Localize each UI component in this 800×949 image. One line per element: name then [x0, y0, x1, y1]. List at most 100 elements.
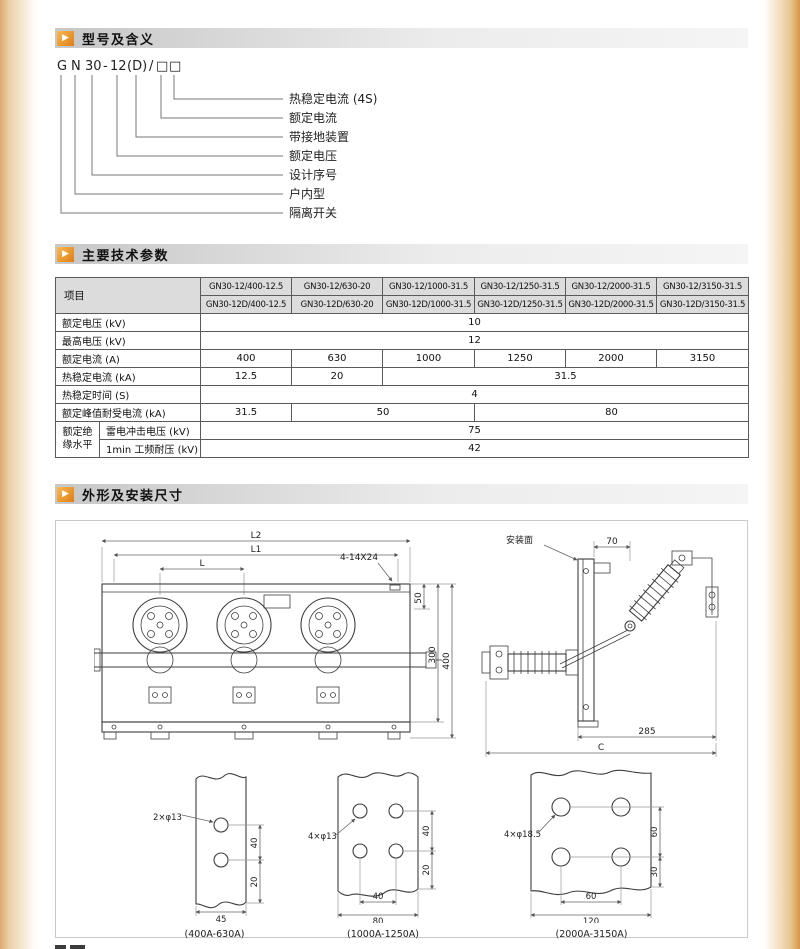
row-label: 热稳定电流 (kA) — [55, 367, 201, 386]
col-header-model: GN30-12D/630-20 — [291, 295, 383, 314]
dim-label: 30 — [650, 867, 660, 878]
section-header-model: ▶ 型号及含义 — [55, 28, 748, 48]
table-cell: 2000 — [565, 349, 657, 368]
dim-label-285: 285 — [638, 727, 655, 737]
params-table: 项目 GN30-12/400-12.5 GN30-12/630-20 GN30-… — [55, 277, 749, 458]
page-edge-right — [764, 0, 800, 949]
section-header-params: ▶ 主要技术参数 — [55, 244, 748, 264]
side-view-drawing: 安装面 70 285 C — [481, 534, 719, 757]
cutoff-mark — [55, 945, 66, 949]
model-code-part: (D) — [127, 59, 147, 74]
row-label: 额定峰值耐受电流 (kA) — [55, 403, 201, 422]
model-meaning-label: 额定电流 — [289, 110, 337, 125]
table-row: 最高电压 (kV) 12 — [55, 331, 749, 350]
model-meaning-label: 设计序号 — [289, 167, 337, 182]
table-row: 额定电压 (kV) 10 — [55, 313, 749, 332]
model-code-part: / — [149, 59, 154, 74]
front-switch-body — [94, 583, 442, 740]
dim-label-slot: 4-14X24 — [340, 553, 378, 563]
col-header-model: GN30-12/1250-31.5 — [474, 277, 566, 296]
dim-label-400: 400 — [442, 652, 452, 669]
model-meaning-label: 热稳定电流 (4S) — [289, 91, 377, 106]
model-code-part: G — [57, 59, 67, 74]
col-header-item: 项目 — [55, 277, 201, 314]
table-cell: 1250 — [474, 349, 566, 368]
dim-label: 20 — [422, 865, 432, 876]
model-code-diagram: G N 30 - 12 (D) / □ □ 热稳定电流 (4S) 额定电流 带接… — [57, 59, 377, 220]
table-cell: 12 — [200, 331, 749, 350]
table-row: 热稳定电流 (kA) 12.5 20 31.5 — [55, 367, 749, 386]
dim-label: 45 — [216, 915, 227, 923]
hole-pattern-drawing: 4×φ13 40 20 40 80 — [308, 772, 436, 927]
dim-label-300: 300 — [428, 646, 438, 663]
page-edge-left — [0, 0, 36, 949]
front-dimensions: L2 L1 L 4-14X24 50 300 400 — [101, 531, 456, 739]
dim-label-L1: L1 — [251, 545, 262, 555]
dim-label: 40 — [250, 838, 260, 849]
col-header-model: GN30-12D/400-12.5 — [200, 295, 292, 314]
model-meaning-label: 额定电压 — [289, 148, 337, 163]
table-cell: 42 — [200, 439, 749, 458]
col-header-model: GN30-12/3150-31.5 — [656, 277, 749, 296]
section-title-outline: 外形及安装尺寸 — [82, 488, 184, 504]
cutoff-mark — [70, 945, 85, 949]
side-switch-body — [481, 550, 719, 728]
table-cell: 12.5 — [200, 367, 292, 386]
table-row: 额定绝缘水平 雷电冲击电压 (kV) 75 — [55, 421, 749, 458]
col-header-model: GN30-12D/1250-31.5 — [474, 295, 566, 314]
col-header-model: GN30-12/400-12.5 — [200, 277, 292, 296]
dim-label-L2: L2 — [251, 531, 262, 541]
section-header-outline: ▶ 外形及安装尺寸 — [55, 484, 748, 504]
front-view-drawing: L2 L1 L 4-14X24 50 300 400 — [94, 531, 456, 740]
dim-label: 20 — [250, 877, 260, 888]
table-row: 额定电流 (A) 400 630 1000 1250 2000 3150 — [55, 349, 749, 368]
table-cell: 1000 — [382, 349, 475, 368]
table-cell: 3150 — [656, 349, 749, 368]
table-cell: 80 — [474, 403, 749, 422]
hole-pattern-drawing: 4×φ18.5 60 30 60 120 — [504, 769, 664, 927]
model-meaning-label: 带接地装置 — [289, 129, 349, 144]
section-arrow-icon: ▶ — [57, 30, 74, 46]
table-cell: 400 — [200, 349, 292, 368]
model-code-part: □ — [169, 59, 181, 74]
model-code-part: N — [71, 59, 81, 74]
col-header-model: GN30-12/630-20 — [291, 277, 383, 296]
col-header-model: GN30-12D/2000-31.5 — [565, 295, 657, 314]
model-meaning-label: 户内型 — [289, 186, 325, 201]
dim-label-C: C — [598, 743, 604, 753]
table-cell: 4 — [200, 385, 749, 404]
hole-pattern-2000-3150: 4×φ18.5 60 30 60 120 (2000A-3150A) — [504, 763, 679, 940]
dim-label: 40 — [422, 826, 432, 837]
model-meaning-label: 隔离开关 — [289, 205, 337, 220]
table-row: 热稳定时间 (S) 4 — [55, 385, 749, 404]
dimension-drawings-panel: L2 L1 L 4-14X24 50 300 400 — [55, 520, 748, 940]
model-code-part: 30 — [85, 59, 102, 74]
section-arrow-icon: ▶ — [57, 486, 74, 502]
hole-pattern-400-630: 2×φ13 40 20 45 (400A-630A) — [152, 763, 277, 940]
dim-label: 60 — [586, 892, 597, 902]
row-group-label: 额定绝缘水平 — [55, 421, 100, 458]
hole-pattern-caption: (1000A-1250A) — [347, 929, 419, 940]
table-cell: 50 — [291, 403, 475, 422]
section-arrow-icon: ▶ — [57, 246, 74, 262]
model-code-part: 12 — [110, 59, 127, 74]
hole-pattern-caption: (400A-630A) — [184, 929, 245, 940]
page-content: ▶ 型号及含义 G N 30 - 12 (D) / □ □ 热稳定电流 (4S)… — [55, 0, 749, 944]
table-row: 额定峰值耐受电流 (kA) 31.5 50 80 — [55, 403, 749, 422]
row-label: 雷电冲击电压 (kV) — [99, 421, 201, 440]
row-label: 1min 工频耐压 (kV) — [99, 439, 201, 458]
model-connector-lines — [60, 75, 283, 214]
hole-pattern-1000-1250: 4×φ13 40 20 40 80 (1000A-1250A) — [308, 763, 458, 940]
table-cell: 10 — [200, 313, 749, 332]
col-header-model: GN30-12D/3150-31.5 — [656, 295, 749, 314]
row-label: 最高电压 (kV) — [55, 331, 201, 350]
side-dimensions: 安装面 70 285 C — [485, 534, 717, 757]
row-label: 热稳定时间 (S) — [55, 385, 201, 404]
hole-spec-label: 2×φ13 — [153, 813, 182, 823]
dim-label: 120 — [583, 917, 599, 923]
table-cell: 31.5 — [200, 403, 292, 422]
hole-pattern-drawing: 2×φ13 40 20 45 — [153, 773, 264, 925]
col-header-model: GN30-12/2000-31.5 — [565, 277, 657, 296]
table-cell: 31.5 — [382, 367, 749, 386]
hole-spec-label: 4×φ18.5 — [504, 830, 541, 840]
